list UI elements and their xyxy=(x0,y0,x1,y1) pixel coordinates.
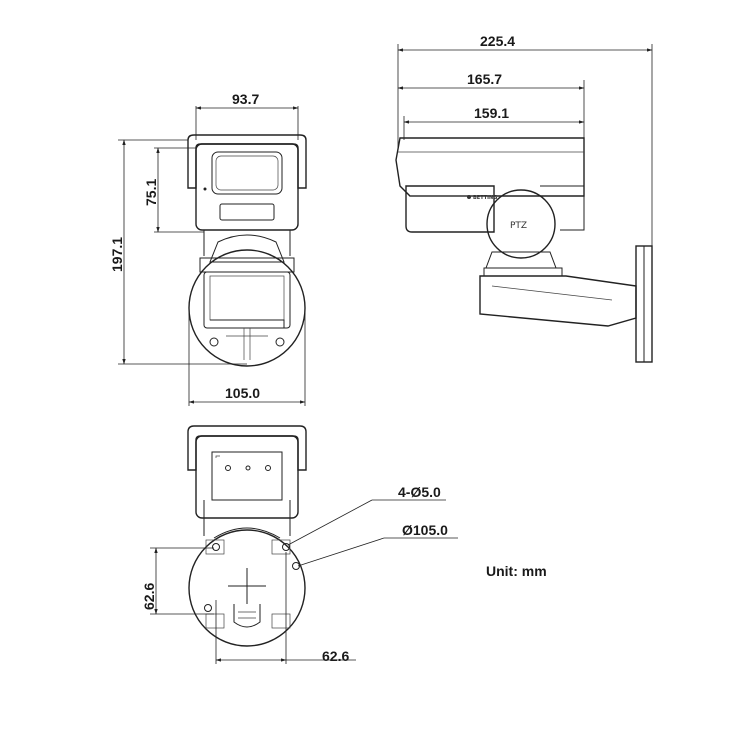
unit-note: Unit: mm xyxy=(486,563,547,579)
dim-front-width-top: 93.7 xyxy=(232,91,259,107)
bottom-dimensions: 62.6 62.6 4-Ø5.0 Ø105.0 xyxy=(141,484,458,664)
dim-bottom-hole-spacing-h: 62.6 xyxy=(322,648,349,664)
dim-front-total-height: 197.1 xyxy=(109,237,125,272)
mount-hole xyxy=(282,543,290,551)
front-view xyxy=(187,134,307,367)
dim-side-housing-length: 165.7 xyxy=(467,71,502,87)
dim-mount-circle: Ø105.0 xyxy=(402,522,448,538)
ptz-badge: PTZ xyxy=(510,221,527,231)
dim-mount-holes: 4-Ø5.0 xyxy=(398,484,441,500)
dim-side-window-length: 159.1 xyxy=(474,105,509,121)
bottom-view xyxy=(187,425,307,647)
dim-bottom-hole-spacing-v: 62.6 xyxy=(141,583,157,610)
dim-front-base-width: 105.0 xyxy=(225,385,260,401)
brand-badge: BETTING xyxy=(473,195,497,201)
dim-front-window-height: 75.1 xyxy=(143,179,159,206)
front-dimensions: 93.7 75.1 197.1 105.0 xyxy=(109,91,306,406)
dim-side-total-length: 225.4 xyxy=(480,33,515,49)
side-dimensions: 225.4 165.7 159.1 xyxy=(397,33,653,250)
side-view: BETTING PTZ xyxy=(395,137,653,363)
